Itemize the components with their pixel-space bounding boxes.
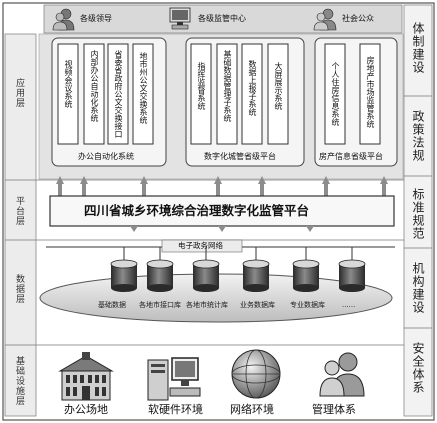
pillar-organization: 机构建设 (411, 262, 425, 314)
db-city-statistics: 各地市统计库 (186, 301, 228, 309)
infra-management: 管理体系 (312, 403, 356, 416)
stakeholder-public: 社会公众 (342, 14, 374, 23)
pillar-column (403, 4, 433, 417)
layer-data: 数据层 (14, 274, 24, 304)
pillar-system-building: 体制建设 (411, 22, 425, 74)
housing-group-caption: 房产信息省级平台 (319, 152, 383, 161)
database-cylinders (110, 259, 366, 292)
stakeholder-leaders: 各级领导 (80, 14, 112, 23)
system-provincial-doc-interface: 省委省政府公文交换接口 (114, 50, 123, 138)
layer-application: 应用层 (14, 78, 24, 108)
database-cylinder-icon (338, 259, 366, 292)
stakeholder-supervision-center: 各级监管中心 (198, 14, 246, 23)
db-city-interface: 各地市接口库 (139, 301, 181, 309)
system-personal-housing: 个人住房信息系统 (331, 62, 340, 126)
server-icon (147, 357, 201, 401)
database-cylinder-icon (192, 259, 220, 292)
system-command-supervision: 指挥监督系统 (197, 62, 206, 110)
pillar-policy: 政策法规 (411, 110, 425, 162)
system-internal-office: 内部办公自动化系统 (90, 50, 99, 122)
stakeholder-band (43, 4, 403, 34)
layer-platform: 平台层 (14, 196, 24, 226)
system-basic-data-mgmt: 基础数据管理子系统 (223, 50, 232, 122)
db-basic: 基础数据 (98, 301, 126, 309)
infra-hardware-software: 软硬件环境 (148, 403, 203, 416)
digital-group-caption: 数字化城管省级平台 (204, 152, 276, 161)
db-business: 业务数据库 (240, 301, 275, 309)
database-cylinder-icon (292, 259, 320, 292)
network-label: 电子政务网络 (178, 241, 223, 250)
system-big-screen: 大屏展示系统 (274, 62, 283, 110)
db-more: ...... (342, 301, 356, 309)
system-city-doc-exchange: 地市州公文交换系统 (139, 52, 148, 124)
building-icon (58, 352, 114, 401)
database-cylinder-icon (146, 259, 174, 292)
database-cylinder-icon (242, 259, 270, 292)
platform-bar (49, 195, 395, 227)
layer-column (4, 33, 37, 417)
computer-icon (169, 7, 191, 30)
db-professional: 专业数据库 (290, 301, 325, 309)
system-real-estate-supervision: 房地产市场监管系统 (366, 56, 375, 128)
system-video-conference: 视频会议系统 (64, 60, 73, 108)
people-icon (319, 352, 365, 397)
people-icon (52, 8, 75, 31)
layer-infrastructure: 基础设施层 (14, 356, 24, 406)
people-icon (313, 8, 337, 31)
office-group-caption: 办公自动化系统 (78, 152, 134, 161)
globe-icon (231, 349, 281, 399)
pillar-security: 安全体系 (411, 342, 425, 394)
database-cylinder-icon (110, 259, 138, 292)
system-data-report: 数据上报子系统 (248, 60, 257, 116)
infra-network: 网络环境 (230, 403, 274, 416)
platform-title: 四川省城乡环境综合治理数字化监管平台 (84, 203, 310, 218)
pillar-standards: 标准规范 (411, 188, 425, 240)
infra-office-site: 办公场地 (64, 403, 108, 416)
